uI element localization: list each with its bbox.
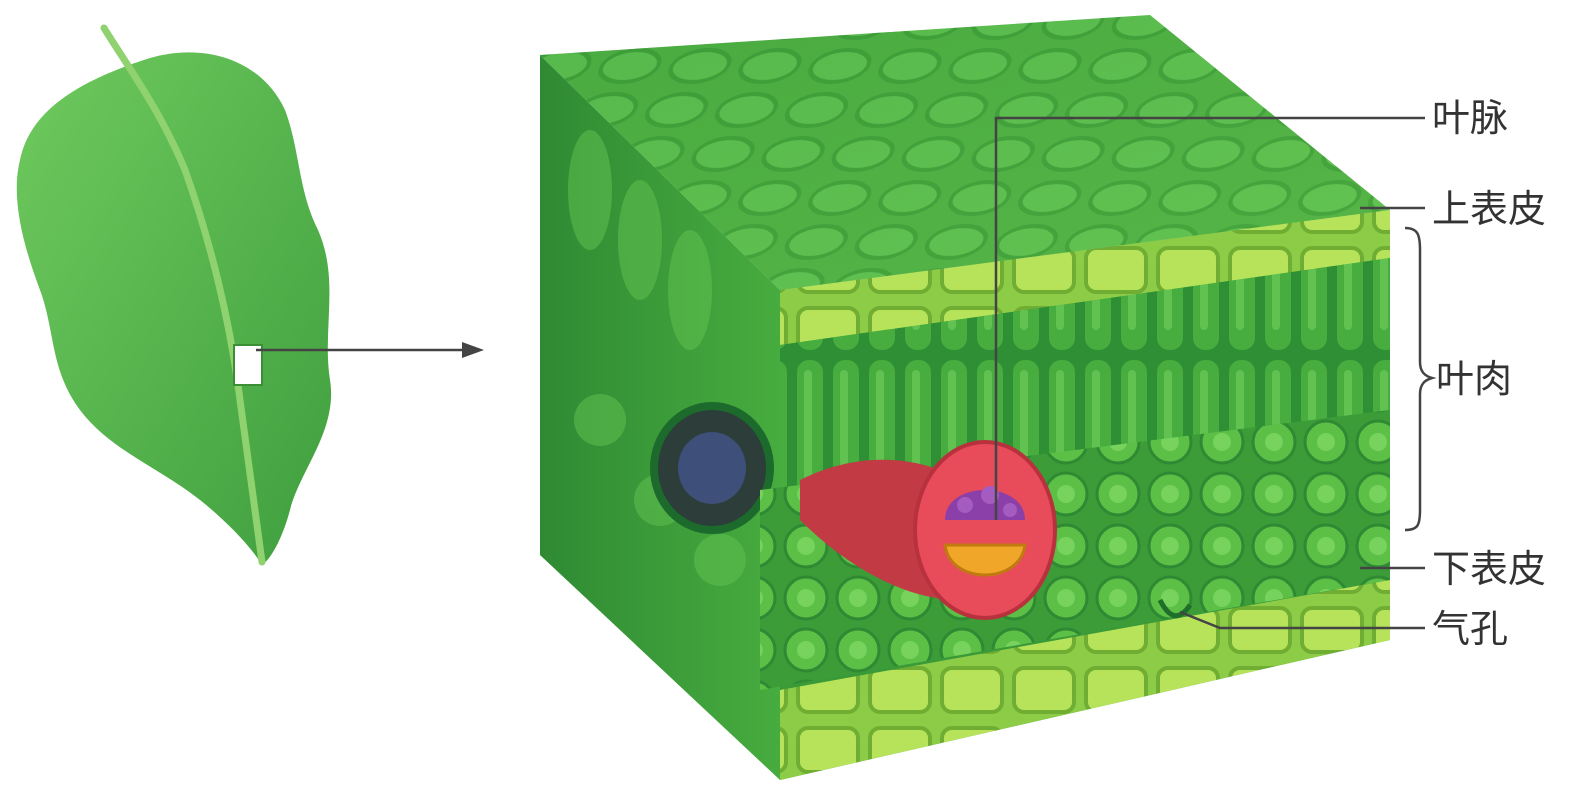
mesophyll-bracket (1405, 228, 1432, 530)
leaf-cross-section-block (540, 15, 1390, 780)
vein-sheath (915, 442, 1055, 618)
label-stoma: 气孔 (1432, 607, 1508, 651)
label-lower-epidermis: 下表皮 (1432, 547, 1546, 591)
label-mesophyll: 叶肉 (1436, 357, 1512, 401)
leaf-illustration (17, 28, 331, 565)
leaf-blade (17, 52, 331, 565)
label-vein: 叶脉 (1432, 96, 1508, 140)
label-upper-epidermis: 上表皮 (1432, 187, 1546, 231)
